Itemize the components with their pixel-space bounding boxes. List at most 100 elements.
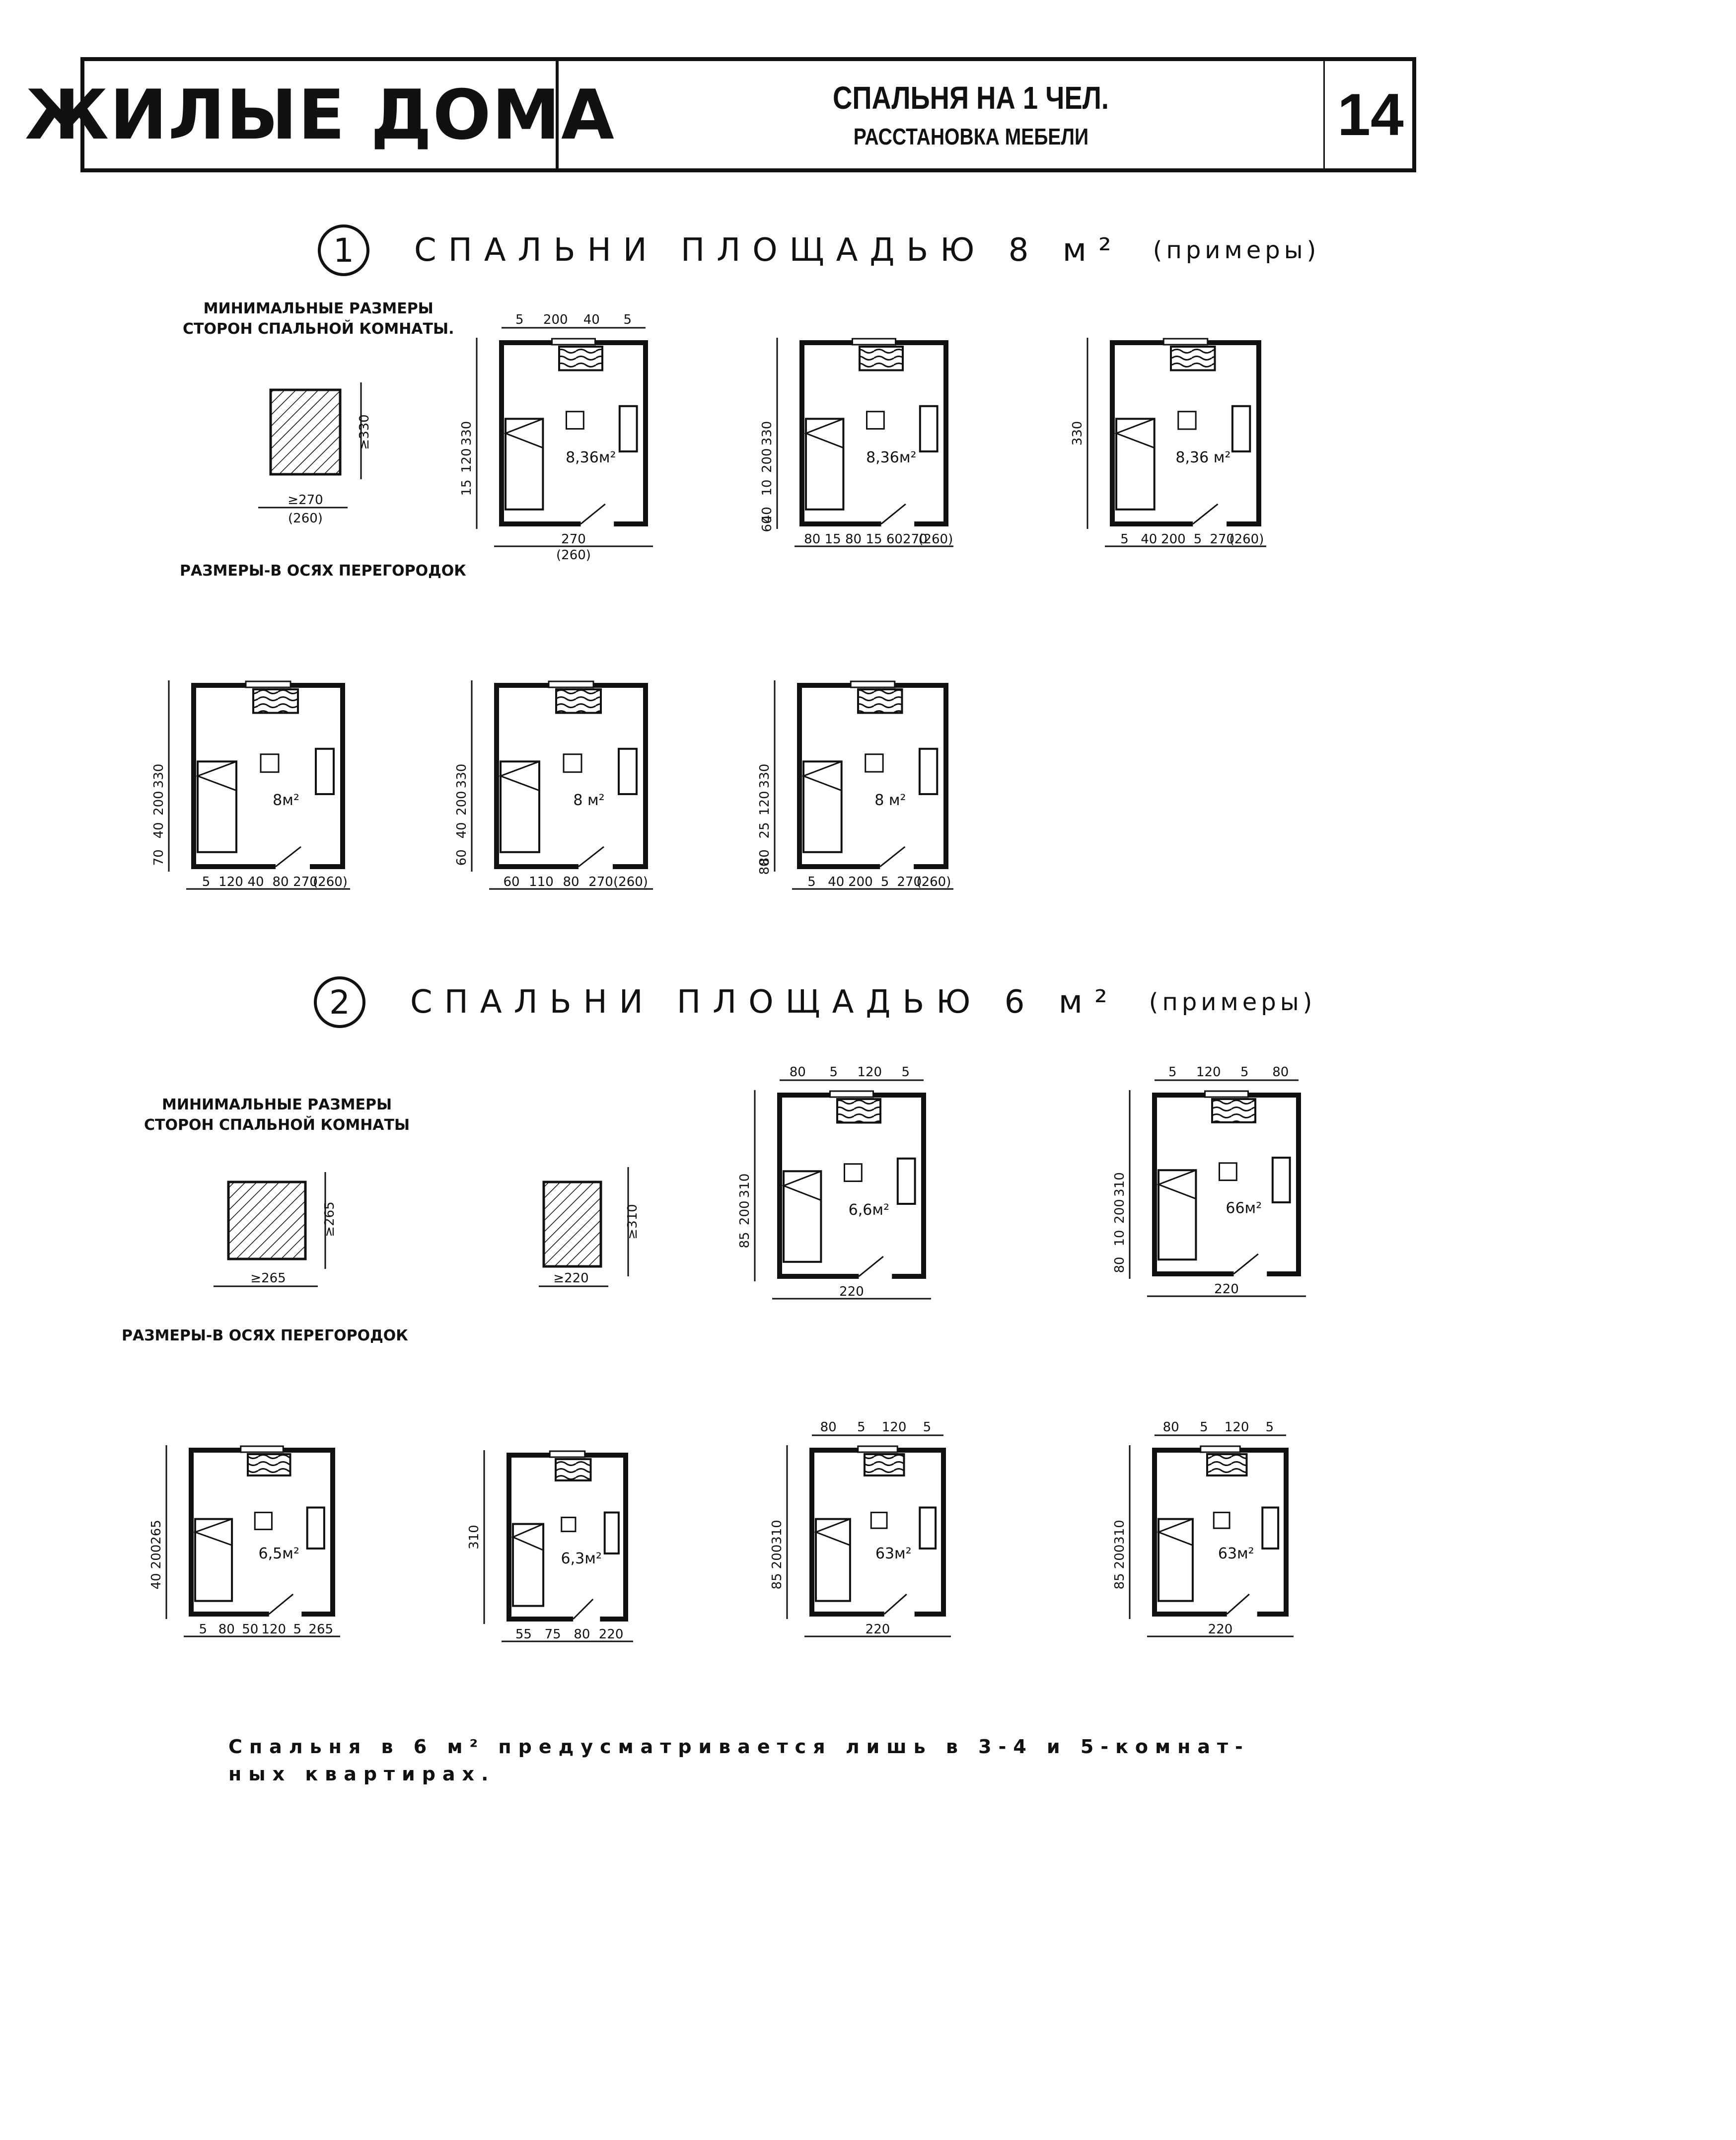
bottom-dimension-label: 60 — [503, 875, 519, 889]
bottom-dimension-label: 80 — [218, 1622, 235, 1637]
plan-area-label: 8 м² — [573, 792, 604, 809]
bed-pillow — [195, 760, 237, 792]
side-dimension-label: 10 — [1112, 1230, 1127, 1246]
section-2-min-caption-line1: МИНИМАЛЬНЫЕ РАЗМЕРЫ — [161, 1096, 392, 1113]
bottom-dimension-label: 5 — [199, 1622, 207, 1637]
side-dimension-label: 60 — [454, 849, 469, 866]
window — [1200, 1445, 1241, 1453]
top-dimension-label: 5 — [1240, 1065, 1249, 1080]
plan-area-label: 8,36 м² — [1175, 449, 1230, 466]
top-dimension-label: 5 — [1168, 1065, 1177, 1080]
chair — [254, 1511, 273, 1531]
window — [551, 338, 596, 346]
side-dimension-label: 25 — [757, 822, 772, 838]
desk — [1231, 405, 1251, 452]
window — [1204, 1090, 1249, 1098]
top-dimension-label: 80 — [820, 1420, 837, 1435]
section-2-heading: 2 СПАЛЬНИ ПЛОЩАДЬЮ 6 м² (примеры) — [314, 976, 1316, 1028]
plan-area-label: 8м² — [273, 792, 299, 809]
footnote: Спальня в 6 м² предусматривается лишь в … — [228, 1733, 1250, 1788]
section-2-min-caption: МИНИМАЛЬНЫЕ РАЗМЕРЫ СТОРОН СПАЛЬНОЙ КОМН… — [144, 1095, 410, 1135]
side-dimension-label: 330 — [459, 421, 474, 446]
chair — [844, 1163, 863, 1182]
section-2-note: (примеры) — [1149, 988, 1316, 1016]
section-1-min-size-sample: ≥270 (260) ≥330 — [258, 382, 372, 526]
bottom-dimension-label: (260) — [313, 875, 348, 889]
bed — [783, 1170, 822, 1263]
side-dimension-label: 330 — [454, 764, 469, 789]
header-divider — [1323, 61, 1325, 168]
side-dimension-label: 310 — [770, 1520, 785, 1545]
bed-pillow — [1156, 1169, 1197, 1200]
side-dimension-label: 330 — [151, 764, 166, 789]
plan-area-label: 6,3м² — [561, 1550, 602, 1567]
bed-pillow — [498, 760, 540, 792]
bottom-dimension-label: (260) — [1229, 532, 1264, 547]
side-dimension-label: 40 — [151, 822, 166, 838]
chair — [865, 753, 884, 773]
top-dimension-label: 5 — [1200, 1420, 1208, 1435]
bottom-dimension-label: (260) — [556, 548, 591, 563]
wardrobe — [247, 1453, 291, 1476]
bottom-dimension-label: 5 — [1120, 532, 1129, 547]
bottom-dimension-label: 5 — [293, 1622, 301, 1637]
plan-area-label: 63м² — [1218, 1545, 1254, 1562]
bottom-dimension-label: 5 — [1194, 532, 1202, 547]
desk — [618, 747, 638, 795]
top-dimension-label: 5 — [623, 312, 632, 327]
door-leaf — [883, 1593, 907, 1615]
bottom-dimension-label: 80 — [804, 532, 820, 547]
top-dimension-label: 5 — [857, 1420, 866, 1435]
bottom-dimension-label: 80 — [845, 532, 862, 547]
s2b-min-w: ≥220 — [553, 1271, 588, 1286]
side-dimension-label: 330 — [760, 421, 775, 446]
window — [857, 1445, 898, 1453]
side-dimension-label: 200 — [454, 791, 469, 815]
wardrobe — [864, 1453, 905, 1476]
side-dimension-label: 200 — [1112, 1545, 1127, 1569]
bed — [1157, 1169, 1197, 1261]
wardrobe — [1206, 1453, 1248, 1476]
bed — [194, 1518, 233, 1602]
door-leaf — [580, 503, 606, 525]
bed — [512, 1523, 545, 1607]
plan-area-label: 66м² — [1226, 1200, 1262, 1217]
plan-area-label: 8,36м² — [566, 449, 616, 466]
bottom-dimension-label: 220 — [1208, 1622, 1233, 1637]
chair — [1177, 411, 1197, 430]
plan-area-label: 8,36м² — [866, 449, 916, 466]
side-dimension-label: 80 — [757, 858, 772, 875]
side-dimension-label: 40 — [760, 507, 775, 523]
desk — [919, 1506, 937, 1550]
bottom-dimension-label: 40 — [247, 875, 264, 889]
bottom-dimension-label: 5 — [881, 875, 889, 889]
window — [240, 1445, 284, 1453]
s1-min-w2: (260) — [288, 511, 323, 526]
bottom-dimension-label: 80 — [574, 1627, 590, 1642]
bed — [505, 418, 544, 511]
bottom-dimension-label: 265 — [308, 1622, 333, 1637]
bed-pillow — [781, 1170, 822, 1201]
section-1-axes-caption: РАЗМЕРЫ-В ОСЯХ ПЕРЕГОРОДОК — [180, 562, 466, 580]
window — [829, 1090, 874, 1098]
side-dimension-label: 200 — [151, 791, 166, 815]
door-leaf — [1192, 503, 1219, 525]
side-dimension-label: 80 — [757, 849, 772, 866]
bottom-dimension-label: 200 — [1161, 532, 1186, 547]
bottom-dimension-label: 220 — [599, 1627, 624, 1642]
wardrobe — [836, 1098, 881, 1124]
top-dimension-label: 5 — [1266, 1420, 1274, 1435]
wardrobe — [859, 346, 904, 371]
bottom-dimension-label: 15 — [866, 532, 882, 547]
bed-pillow — [1156, 1518, 1194, 1547]
door-leaf — [879, 846, 906, 868]
chair — [870, 1511, 888, 1529]
bed — [500, 760, 540, 853]
section-2-axes-caption: РАЗМЕРЫ-В ОСЯХ ПЕРЕГОРОДОК — [122, 1327, 408, 1344]
chair — [1219, 1162, 1237, 1181]
window — [548, 680, 594, 688]
side-dimension-label: 330 — [757, 764, 772, 789]
chair — [561, 1516, 577, 1533]
